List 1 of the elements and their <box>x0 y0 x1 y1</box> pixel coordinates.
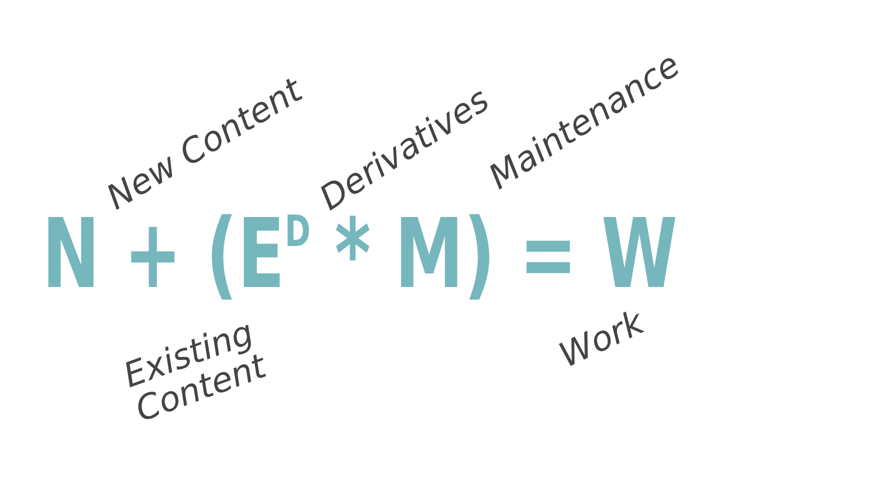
annotation-text: Work <box>554 305 650 375</box>
